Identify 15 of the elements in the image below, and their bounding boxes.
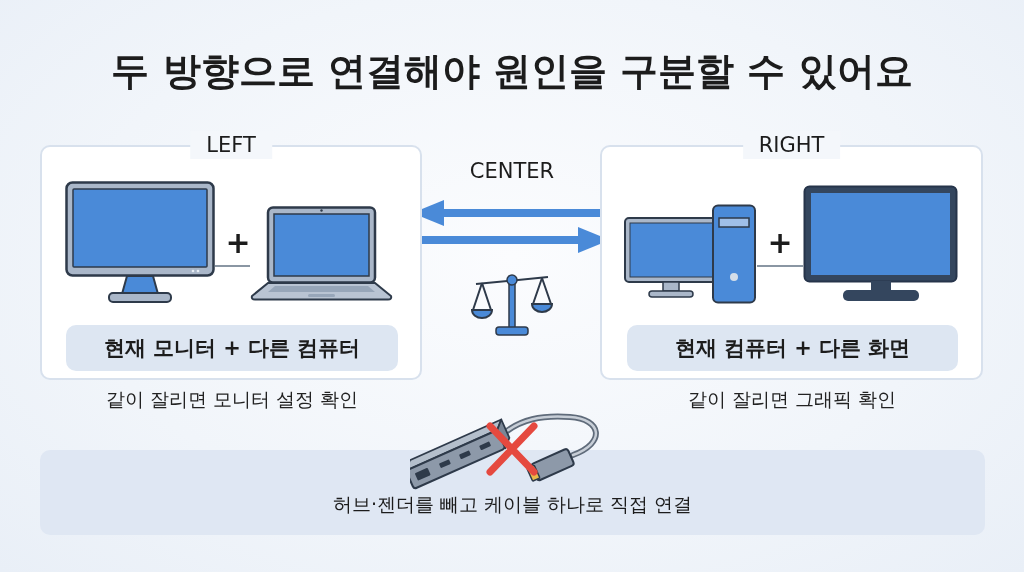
connector-line bbox=[214, 265, 251, 267]
monitor-illustration bbox=[65, 181, 215, 304]
tip-banner: 허브·젠더를 빼고 케이블 하나로 직접 연결 bbox=[40, 450, 985, 535]
title-heading: 두 방향으로 연결해야 원인을 구분할 수 있어요 bbox=[111, 48, 913, 95]
section-label: CENTER bbox=[469, 158, 555, 185]
plus-sign: + bbox=[767, 228, 793, 258]
desktop-computer-illustration bbox=[623, 204, 757, 304]
caption-text: 같이 잘리면 모니터 설정 확인 bbox=[105, 387, 359, 412]
plus-sign: + bbox=[225, 228, 251, 258]
laptop-illustration bbox=[250, 206, 393, 301]
combination-label: 현재 모니터 + 다른 컴퓨터 bbox=[66, 325, 398, 371]
monitor-illustration bbox=[803, 185, 958, 303]
connector-line bbox=[756, 265, 804, 267]
combination-label: 현재 컴퓨터 + 다른 화면 bbox=[627, 325, 958, 371]
caption-text: 같이 잘리면 그래픽 확인 bbox=[687, 387, 897, 412]
